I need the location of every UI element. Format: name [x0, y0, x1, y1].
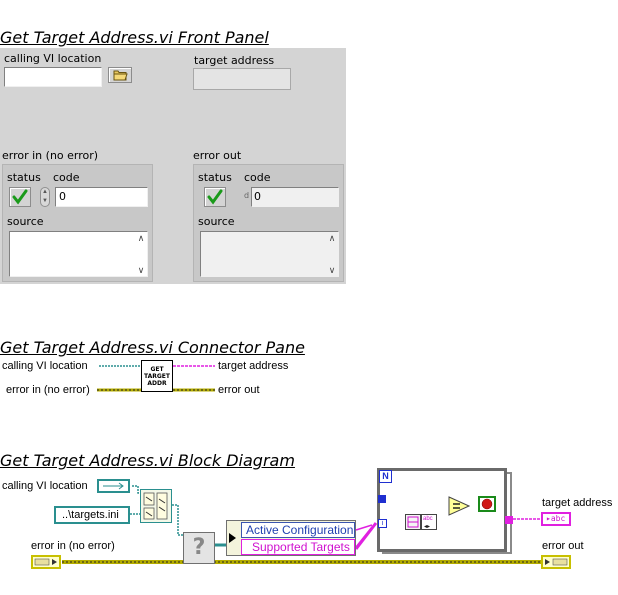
scroll-down-icon[interactable]: ∨: [137, 265, 145, 275]
subvi-icon-line-3: ADDR: [147, 380, 167, 387]
arrows-glyph: ◂▸: [424, 524, 431, 530]
match-pattern-function[interactable]: abc ◂▸: [421, 514, 437, 530]
string-indicator-text: abc: [550, 514, 566, 523]
calling-vi-location-field[interactable]: [4, 67, 102, 87]
target-address-terminal[interactable]: ▸abc: [541, 512, 571, 526]
error-out-terminal[interactable]: [541, 555, 571, 569]
front-panel-heading: Get Target Address.vi Front Panel: [0, 28, 269, 47]
connector-left-top-label: calling VI location: [2, 360, 88, 372]
subvi-icon-line-1: GET: [150, 366, 164, 373]
error-in-code-label: code: [53, 171, 80, 184]
index-array-function[interactable]: [405, 514, 421, 530]
error-cluster-icon: [34, 558, 57, 566]
error-in-status-checkbox[interactable]: [9, 187, 31, 207]
connector-right-top-label: target address: [218, 360, 289, 372]
property-node[interactable]: Active Configuration Supported Targets: [226, 520, 356, 556]
connector-right-bottom-label: error out: [218, 384, 260, 396]
connector-wires: [97, 365, 215, 392]
error-cluster-icon: [545, 558, 568, 566]
path-icon: [103, 482, 124, 490]
scroll-up-icon[interactable]: ∧: [137, 233, 145, 243]
subvi-icon[interactable]: GET TARGET ADDR: [141, 360, 173, 392]
error-out-code-field: 0: [251, 187, 339, 207]
connector-pane-heading: Get Target Address.vi Connector Pane: [0, 338, 305, 357]
iteration-terminal: i: [378, 519, 387, 528]
bd-calling-vi-label: calling VI location: [2, 480, 88, 492]
error-in-status-label: status: [7, 171, 41, 184]
error-in-source-field[interactable]: ∧ ∨: [9, 231, 148, 277]
error-out-label: error out: [193, 149, 242, 162]
error-in-code-stepper[interactable]: ▲▼: [40, 187, 50, 207]
equal-comparison[interactable]: [448, 496, 470, 516]
error-out-code-radix: d: [244, 191, 250, 200]
folder-icon: [113, 70, 128, 81]
build-path-icon: [143, 492, 168, 520]
loop-count-dot: [378, 495, 386, 503]
targets-ini-path-constant[interactable]: ..\targets.ini: [54, 506, 130, 524]
error-out-status-indicator: [204, 187, 226, 207]
array-icon: [407, 516, 419, 528]
error-in-cluster: status code ▲▼ 0 source ∧ ∨: [2, 164, 153, 282]
loop-stop-terminal[interactable]: [478, 496, 496, 512]
target-address-indicator: [193, 68, 291, 90]
error-in-code-field[interactable]: 0: [55, 187, 148, 207]
error-in-source-label: source: [7, 215, 44, 228]
checkmark-icon: [207, 189, 223, 205]
stop-icon: [481, 498, 493, 510]
error-out-status-label: status: [198, 171, 232, 184]
string-indicator-glyph: ▸: [546, 514, 551, 523]
connector-left-bottom-label: error in (no error): [6, 384, 90, 396]
subvi-icon-line-2: TARGET: [143, 373, 170, 380]
target-address-label: target address: [194, 54, 275, 67]
scroll-down-icon[interactable]: ∨: [328, 265, 336, 275]
open-config-subvi[interactable]: ?: [183, 532, 215, 564]
error-out-cluster: status code d 0 source ∧ ∨: [193, 164, 344, 282]
property-node-refnum-arrow: [229, 533, 236, 543]
error-out-code-label: code: [244, 171, 271, 184]
bd-target-address-label: target address: [542, 497, 613, 509]
error-out-source-field: ∧ ∨: [200, 231, 339, 277]
bd-error-out-label: error out: [542, 540, 584, 552]
loop-count-terminal[interactable]: N: [379, 470, 392, 483]
scroll-up-icon[interactable]: ∧: [328, 233, 336, 243]
bd-error-in-label: error in (no error): [31, 540, 115, 552]
output-tunnel: [505, 516, 513, 524]
calling-vi-location-label: calling VI location: [4, 52, 102, 65]
browse-button[interactable]: [108, 67, 132, 83]
front-panel: calling VI location target address error…: [0, 48, 346, 284]
abc-glyph: abc: [423, 516, 433, 522]
for-loop[interactable]: [377, 468, 507, 552]
checkmark-icon: [12, 189, 28, 205]
error-in-terminal[interactable]: [31, 555, 61, 569]
block-diagram-heading: Get Target Address.vi Block Diagram: [0, 451, 295, 470]
calling-vi-path-terminal[interactable]: [97, 479, 130, 493]
error-in-label: error in (no error): [2, 149, 99, 162]
property-active-configuration[interactable]: Active Configuration: [241, 522, 355, 538]
property-supported-targets[interactable]: Supported Targets: [241, 539, 355, 555]
strip-path-function[interactable]: [140, 489, 172, 523]
error-out-source-label: source: [198, 215, 235, 228]
